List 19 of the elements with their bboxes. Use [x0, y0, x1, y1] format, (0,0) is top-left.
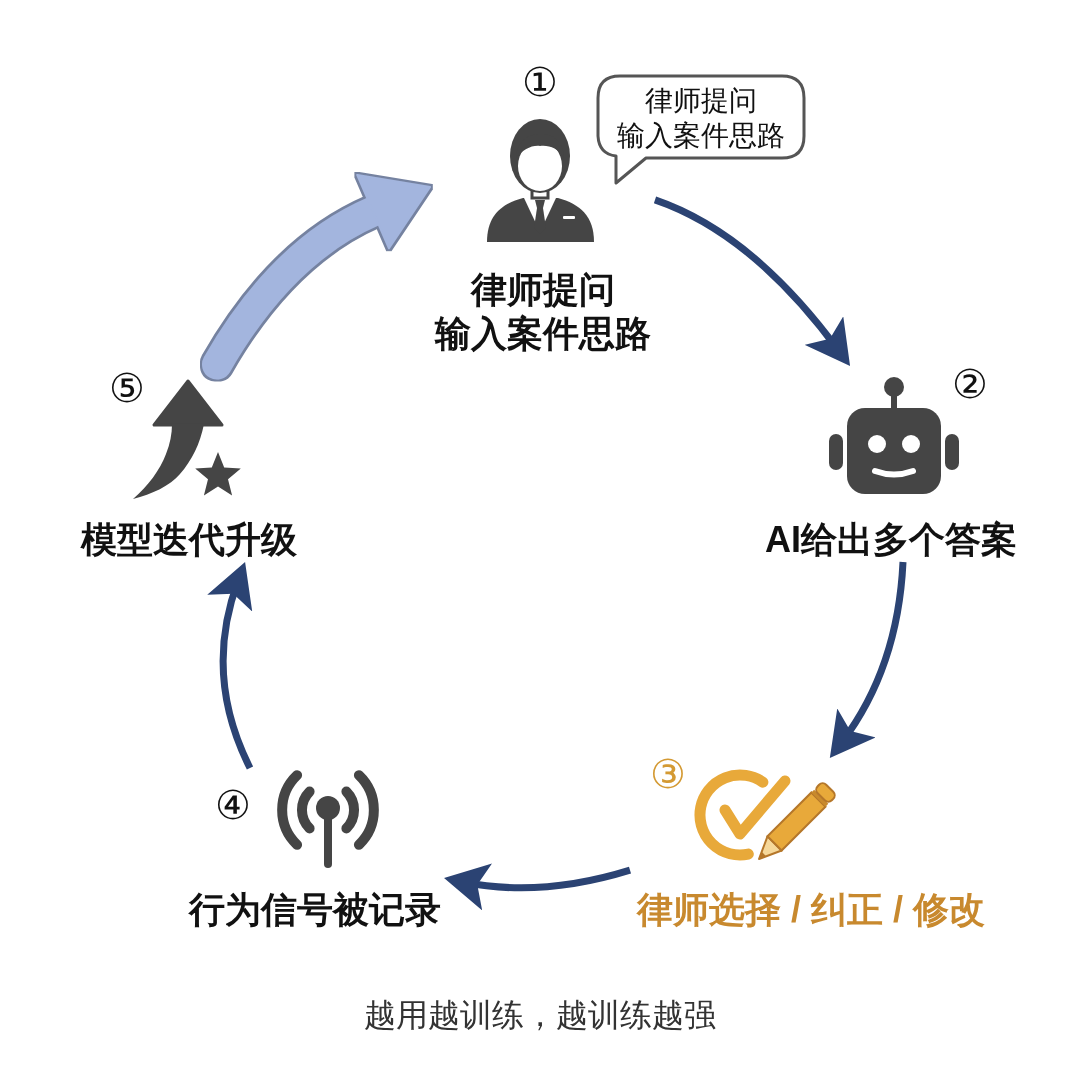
step-number: ③ [650, 754, 686, 794]
step-label: AI给出多个答案 [765, 518, 1017, 562]
arrow [830, 561, 907, 759]
speech-bubble [596, 74, 806, 186]
step-number: ⑤ [109, 368, 145, 408]
step-number: ② [952, 364, 988, 404]
caption: 越用越训练，越训练越强 [364, 996, 716, 1035]
step-number: ① [522, 62, 558, 102]
step-label: 律师选择 / 纠正 / 修改 [637, 888, 985, 932]
step-number: ④ [215, 785, 251, 825]
step-label: 模型迭代升级 [81, 518, 297, 562]
step-label: 行为信号被记录 [189, 888, 441, 932]
bubble-text: 输入案件思路 [617, 119, 785, 153]
step-label: 输入案件思路 [434, 312, 651, 356]
bubble-text: 律师提问 [645, 84, 757, 118]
arrow [207, 561, 254, 770]
step-label: 律师提问 [470, 268, 615, 312]
arrow [653, 196, 851, 366]
arrow [443, 862, 631, 910]
